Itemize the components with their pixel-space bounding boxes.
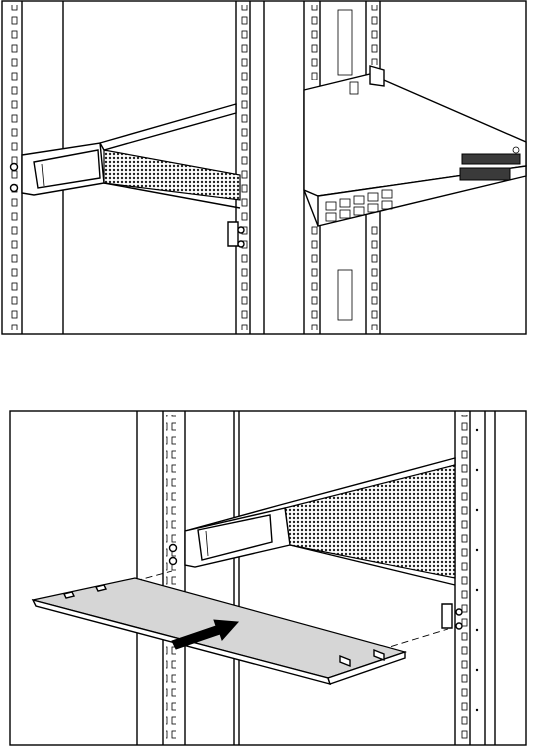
screw-icon: [456, 609, 462, 615]
screw-icon: [238, 227, 244, 233]
top-panel: [2, 1, 526, 334]
rack-holes: [239, 5, 249, 330]
bottom-panel: [10, 411, 526, 745]
mounting-ear: [370, 66, 384, 86]
screw-icon: [238, 241, 244, 247]
rear-bracket: [442, 604, 452, 628]
rack-dots: [476, 429, 478, 711]
screw-icon: [456, 623, 462, 629]
rack-holes: [166, 415, 176, 741]
screw-icon: [170, 545, 177, 552]
top-middle-rack-post: [236, 1, 264, 334]
screw-icon: [11, 185, 18, 192]
top-rail-bracket: [11, 143, 105, 195]
screw-icon: [11, 164, 18, 171]
top-server-chassis: [304, 66, 526, 226]
rear-bracket: [228, 222, 238, 246]
top-rail-extension: [100, 104, 244, 247]
bottom-right-rack-post: [455, 411, 495, 745]
rack-holes: [458, 415, 468, 741]
bottom-left-rack-post: [137, 411, 239, 745]
screw-icon: [170, 558, 177, 565]
